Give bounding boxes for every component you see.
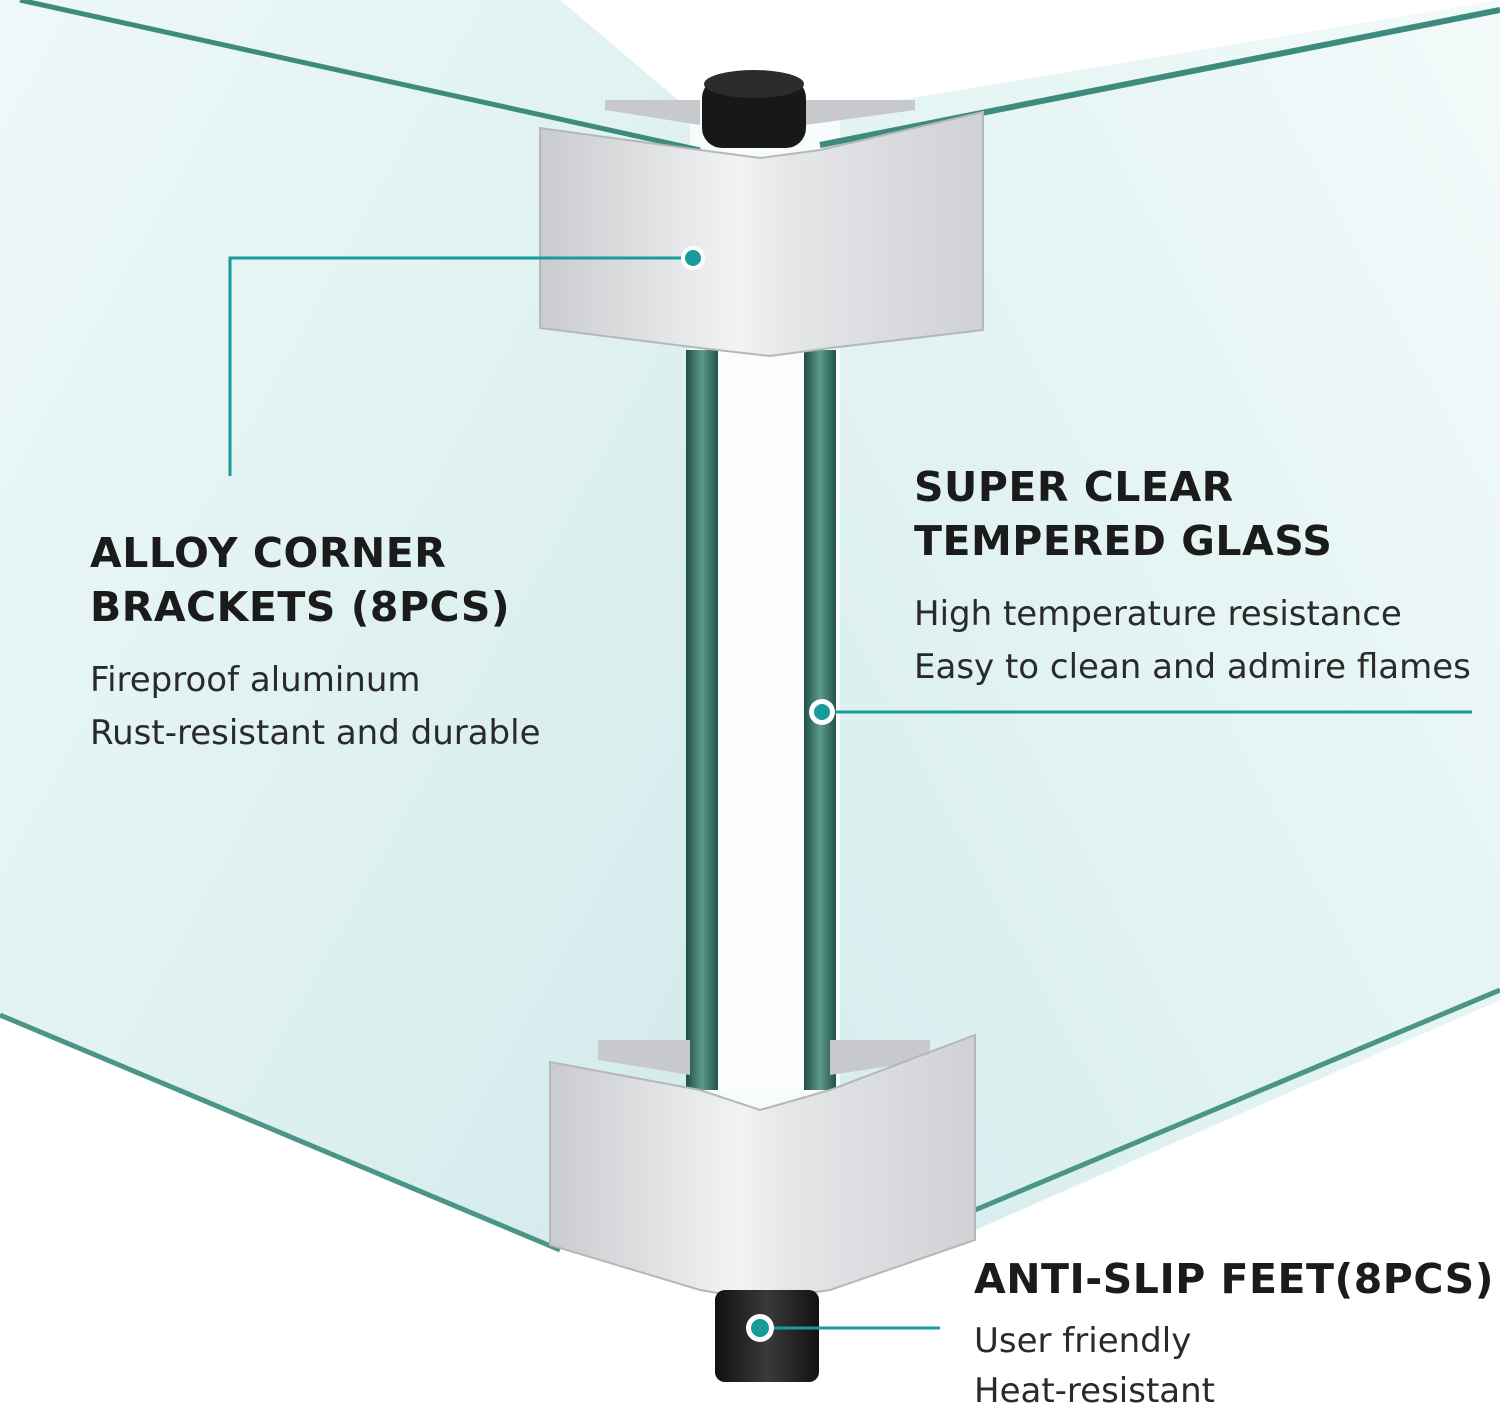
feet-callout-line-2: Heat-resistant bbox=[974, 1371, 1215, 1408]
left-glass-thickness-edge bbox=[686, 350, 718, 1090]
feet-callout: ANTI-SLIP FEET(8PCS) User friendly Heat-… bbox=[974, 1252, 1494, 1408]
glass-callout-line-1: High temperature resistance bbox=[914, 594, 1402, 634]
right-panel-bottom-edge bbox=[974, 987, 1500, 1213]
left-glass-panel bbox=[0, 0, 690, 1250]
brackets-marker-dot bbox=[685, 250, 701, 266]
feet-callout-line-1: User friendly bbox=[974, 1321, 1192, 1361]
glass-callout: SUPER CLEAR TEMPERED GLASS High temperat… bbox=[914, 460, 1494, 694]
top-bracket-right-flange bbox=[805, 100, 915, 125]
corner-gap-white bbox=[718, 350, 804, 1090]
glass-marker-dot bbox=[814, 704, 830, 720]
left-panel-bottom-edge bbox=[0, 1012, 561, 1253]
feet-marker-dot bbox=[751, 1319, 769, 1337]
brackets-leader-line bbox=[228, 256, 693, 476]
feet-callout-title: ANTI-SLIP FEET(8PCS) bbox=[974, 1255, 1494, 1303]
bottom-corner-bracket bbox=[549, 1033, 976, 1302]
brackets-callout-title: ALLOY CORNER BRACKETS (8PCS) bbox=[90, 529, 511, 631]
top-bracket-left-flange bbox=[605, 100, 700, 125]
bottom-bracket-left-flange bbox=[598, 1040, 690, 1075]
top-foot-cap bbox=[704, 70, 804, 98]
glass-callout-line-2: Easy to clean and admire flames bbox=[914, 647, 1471, 687]
brackets-callout: ALLOY CORNER BRACKETS (8PCS) Fireproof a… bbox=[90, 526, 690, 760]
right-glass-panel bbox=[840, 0, 1500, 1230]
bottom-bracket-right-flange bbox=[830, 1040, 930, 1075]
glass-callout-title: SUPER CLEAR TEMPERED GLASS bbox=[914, 463, 1333, 565]
top-corner-bracket bbox=[539, 110, 984, 358]
right-panel-top-edge bbox=[819, 7, 1500, 148]
brackets-callout-line-1: Fireproof aluminum bbox=[90, 660, 421, 700]
left-panel-top-edge bbox=[19, 0, 701, 153]
brackets-callout-line-2: Rust-resistant and durable bbox=[90, 713, 541, 753]
